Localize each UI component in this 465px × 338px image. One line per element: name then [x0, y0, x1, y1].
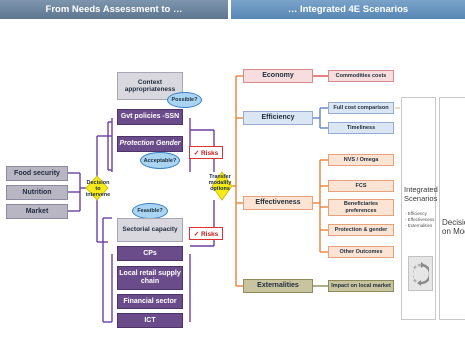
scenario-item-effectiveness: - Effectiveness	[405, 217, 435, 223]
sector-financial: Financial sector	[117, 294, 183, 309]
transfer-diamond-shape	[211, 171, 233, 201]
risks-sectorial: ✓ Risks	[189, 227, 223, 240]
sub-commodities-costs: Commodities costs	[328, 70, 394, 82]
sub-fcs: FCS	[328, 180, 394, 192]
sub-beneficiaries-preferences: Beneficiaries preferences	[328, 199, 394, 216]
sub-other-outcomes: Other Outcomes	[328, 246, 394, 258]
header-integrated-scenarios: … Integrated 4E Scenarios	[231, 0, 465, 19]
risks-context: ✓ Risks	[189, 146, 223, 159]
criterion-externalities: Externalities	[243, 279, 313, 293]
sub-impact-local-market: Impact on local market	[328, 280, 394, 292]
sub-full-cost-comparison: Full cost comparison	[328, 102, 394, 114]
integrated-scenarios-panel: Integrated Scenarios - Efficiency - Effe…	[401, 97, 438, 320]
sector-cps: CPs	[117, 246, 183, 261]
need-food-security: Food security	[6, 166, 68, 181]
context-protection-gender: Protection Gender	[117, 136, 183, 152]
decision-to-intervene-label: Decision to intervene	[85, 180, 111, 199]
transfer-modality-label: Transfer modality options	[208, 174, 232, 193]
possible-bubble: Possible?	[167, 92, 202, 108]
criterion-effectiveness: Effectiveness	[243, 196, 313, 210]
decision-panel-title: Decisionon Modali	[442, 218, 465, 237]
context-appropriateness-title: Context appropriateness	[117, 72, 183, 100]
criterion-efficiency: Efficiency	[243, 111, 313, 125]
sector-ict: ICT	[117, 313, 183, 328]
sub-protection-gender: Protection & gender	[328, 224, 394, 236]
sub-nvs-omega: NVS / Omega	[328, 154, 394, 166]
scenarios-list: - Efficiency - Effectiveness - Externali…	[405, 211, 434, 229]
integrated-scenarios-title: Integrated Scenarios	[404, 185, 438, 203]
decision-panel: Decisionon Modali	[439, 97, 465, 320]
criterion-economy: Economy	[243, 69, 313, 83]
context-gvt-policies: Gvt policies -SSN	[117, 109, 183, 125]
header-needs-assessment: From Needs Assessment to …	[0, 0, 228, 19]
feasible-bubble: Feasible?	[132, 203, 168, 219]
cycle-icon	[408, 256, 433, 291]
decision-diamond-shape	[85, 175, 109, 201]
need-nutrition: Nutrition	[6, 185, 68, 200]
sectorial-capacity-title: Sectorial capacity	[117, 218, 183, 242]
need-market: Market	[6, 204, 68, 219]
sector-local-retail: Local retail supply chain	[117, 266, 183, 290]
scenario-item-externalities: - Externalities	[405, 223, 433, 229]
acceptable-bubble: Acceptable?	[140, 152, 180, 169]
sub-timeliness: Timeliness	[328, 122, 394, 134]
scenario-item-efficiency: - Efficiency	[405, 211, 427, 216]
